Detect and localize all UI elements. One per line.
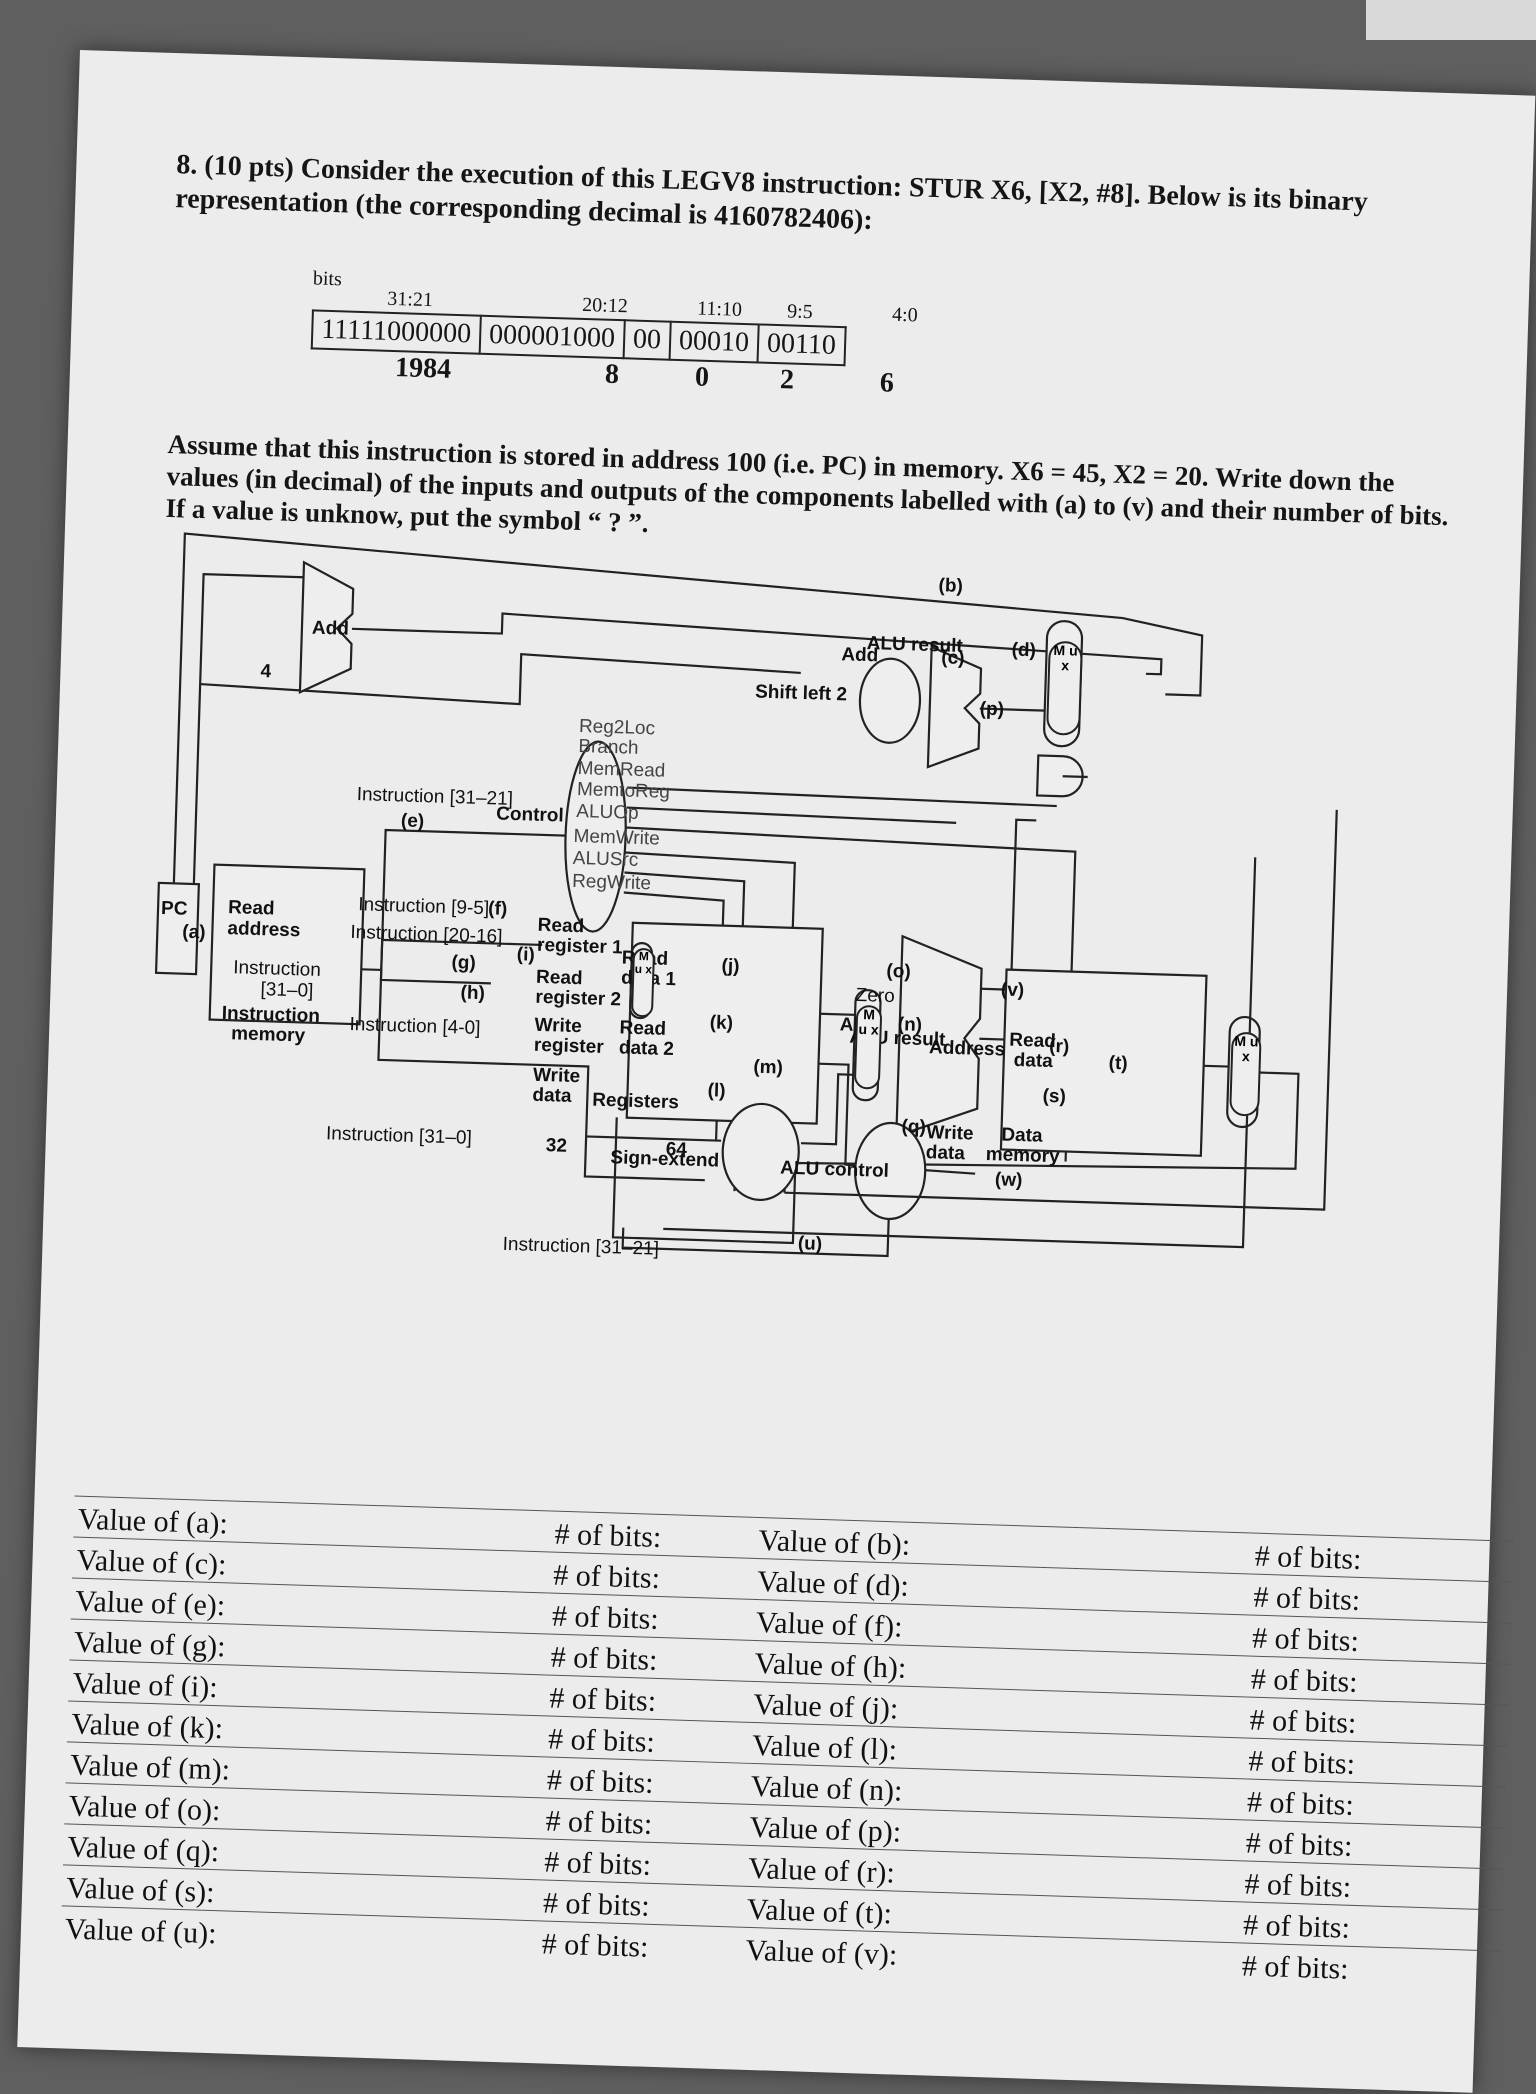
reg-read-data-2b: data 2 — [618, 1037, 675, 1061]
constant-four: 4 — [260, 660, 272, 683]
alu-zero: Zero — [855, 984, 896, 1008]
reg-register-1: register 1 — [536, 934, 623, 959]
range-11-10: 11:10 — [696, 297, 743, 321]
question-text: 8. (10 pts) Consider the execution of th… — [175, 148, 1447, 256]
datapath-diagram: Add 4 PC (a) Read address Instruction [3… — [133, 523, 1414, 1572]
bits-label-left: # of bits: — [543, 1715, 749, 1764]
sign-extend-in-bits: 32 — [545, 1135, 568, 1157]
label-q: (q) — [901, 1116, 927, 1139]
reg-register-w: register — [533, 1034, 604, 1058]
imem-range: [31–0] — [260, 979, 314, 1002]
exam-page: 8. (10 pts) Consider the execution of th… — [17, 50, 1536, 2093]
imem-memory: memory — [230, 1023, 306, 1047]
control-label: Control — [495, 803, 565, 827]
decimal-opcode: 1984 — [394, 352, 452, 385]
label-e: (e) — [400, 810, 425, 833]
label-w: (w) — [994, 1169, 1023, 1192]
instr-9-5: Instruction [9-5] — [357, 894, 490, 920]
signal-aluop: ALUOp — [575, 800, 639, 824]
pc-label: PC — [160, 897, 188, 920]
imem-address: address — [227, 918, 301, 942]
label-u: (u) — [797, 1233, 823, 1255]
background-glare — [1366, 0, 1536, 40]
datapath-wires — [154, 532, 1338, 1258]
decimal-address: 8 — [604, 358, 620, 391]
label-o: (o) — [886, 960, 912, 983]
bits-label-left: # of bits: — [550, 1511, 756, 1559]
label-r: (r) — [1048, 1035, 1070, 1058]
field-rn: 00010 — [669, 321, 759, 363]
dmem-write-data: data — [925, 1142, 966, 1165]
bits-label-left: # of bits: — [546, 1633, 752, 1682]
field-opcode: 11111000000 — [311, 310, 481, 354]
label-f: (f) — [487, 898, 508, 920]
label-i: (i) — [516, 944, 536, 966]
label-a: (a) — [182, 921, 206, 944]
registers-label: Registers — [591, 1089, 680, 1114]
instr-31-0: Instruction [31–0] — [325, 1123, 473, 1149]
range-4-0: 4:0 — [891, 303, 918, 327]
label-j: (j) — [721, 955, 740, 978]
reg-write-data-b: data — [532, 1084, 572, 1107]
imem-instruction: Instruction — [232, 957, 322, 982]
instr-4-0: Instruction [4-0] — [349, 1013, 481, 1040]
label-l: (l) — [707, 1080, 726, 1102]
label-d: (d) — [1011, 639, 1037, 662]
label-m: (m) — [753, 1056, 784, 1079]
bits-label-left: # of bits: — [544, 1674, 751, 1723]
label-t: (t) — [1108, 1052, 1128, 1075]
add-pc-label: Add — [311, 617, 350, 640]
field-op2: 00 — [623, 320, 671, 360]
bits-label-left: # of bits: — [542, 1756, 748, 1805]
signal-regwrite: RegWrite — [571, 870, 652, 895]
decimal-op2: 0 — [694, 361, 710, 393]
encoding-table: 11111000000 000001000 00 00010 00110 — [311, 309, 847, 366]
reg2loc-mux: M u x — [630, 947, 656, 1018]
memtoreg-mux: M u x — [1229, 1031, 1262, 1117]
field-address: 000001000 — [479, 315, 625, 359]
answer-table: Value of (a):# of bits:Value of (b):# of… — [60, 1496, 1514, 1992]
alu-control-label: ALU control — [779, 1157, 890, 1182]
label-b: (b) — [938, 575, 964, 597]
question-number: 8. — [175, 149, 198, 181]
dmem-memory-label: memory — [985, 1144, 1060, 1168]
label-c: (c) — [941, 647, 965, 670]
sign-extend-out-bits: 64 — [665, 1138, 688, 1161]
decimal-rt: 6 — [879, 367, 895, 399]
imem-read: Read — [227, 897, 275, 920]
question-body: (10 pts) Consider the execution of this … — [174, 149, 1369, 236]
label-n: (n) — [897, 1014, 923, 1036]
bits-label-left: # of bits: — [537, 1920, 743, 1968]
bits-label-left: # of bits: — [538, 1879, 744, 1928]
instr-20-16: Instruction [20-16] — [350, 921, 503, 948]
label-p: (p) — [979, 698, 1005, 721]
label-k: (k) — [709, 1012, 734, 1034]
bits-label-left: # of bits: — [547, 1592, 753, 1641]
bits-label-left: # of bits: — [541, 1797, 747, 1846]
bits-label-left: # of bits: — [539, 1838, 745, 1887]
bits-label-right: # of bits: — [1237, 1942, 1501, 1992]
dmem-data: data — [1013, 1049, 1054, 1073]
range-20-12: 20:12 — [581, 293, 629, 318]
signal-memtoreg: MemtoReg — [576, 778, 671, 803]
reg-register-2: register 2 — [535, 986, 622, 1011]
label-v: (v) — [1000, 979, 1025, 1002]
range-9-5: 9:5 — [786, 300, 814, 324]
branch-mux: M u x — [1045, 640, 1083, 736]
label-h: (h) — [460, 982, 486, 1005]
alusrc-mux: M u x — [853, 1004, 883, 1090]
label-s: (s) — [1042, 1085, 1067, 1108]
range-31-21: 31:21 — [386, 287, 434, 312]
field-rt: 00110 — [757, 324, 846, 366]
signal-memwrite: MemWrite — [573, 825, 661, 850]
decimal-rn: 2 — [779, 364, 795, 396]
signal-branch: Branch — [578, 736, 639, 759]
shift-left-label: Shift left 2 — [754, 681, 848, 706]
bits-label-left: # of bits: — [548, 1552, 754, 1600]
label-g: (g) — [451, 952, 477, 974]
bits-label: bits — [312, 267, 343, 291]
dmem-address: Address — [928, 1037, 1006, 1061]
signal-alusrc: ALUSrc — [572, 847, 639, 871]
